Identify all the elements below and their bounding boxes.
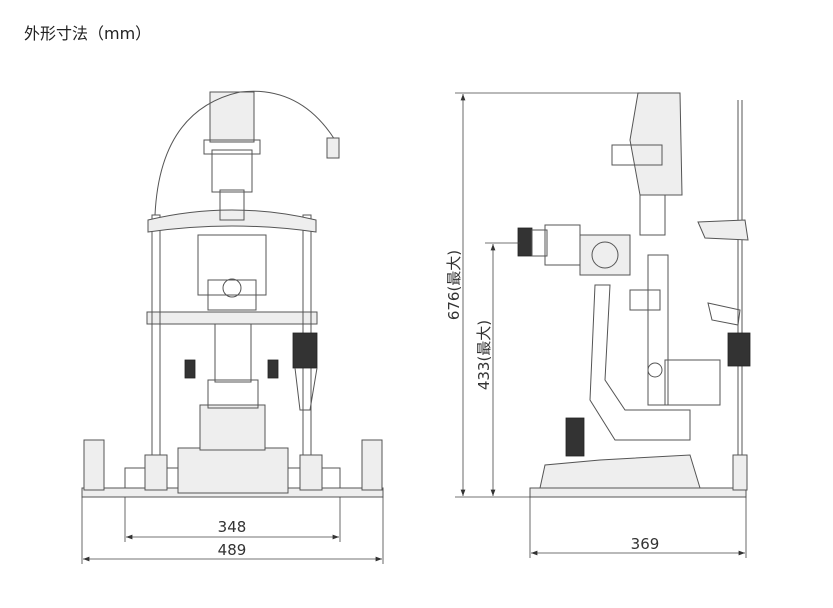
side-view-drawing [517,92,751,498]
dimension-label-489: 489 [218,541,247,559]
dimension-label-433: 433(最大) [475,320,493,390]
front-view-drawing [81,90,384,498]
dimension-label-369: 369 [631,535,660,553]
front-dimensions: 348 489 [81,497,384,564]
side-dimensions: 676(最大) 433(最大) 369 [445,92,747,558]
page-title: 外形寸法（mm） [24,24,152,43]
dimension-label-676: 676(最大) [445,250,463,320]
dimension-label-348: 348 [218,518,247,536]
